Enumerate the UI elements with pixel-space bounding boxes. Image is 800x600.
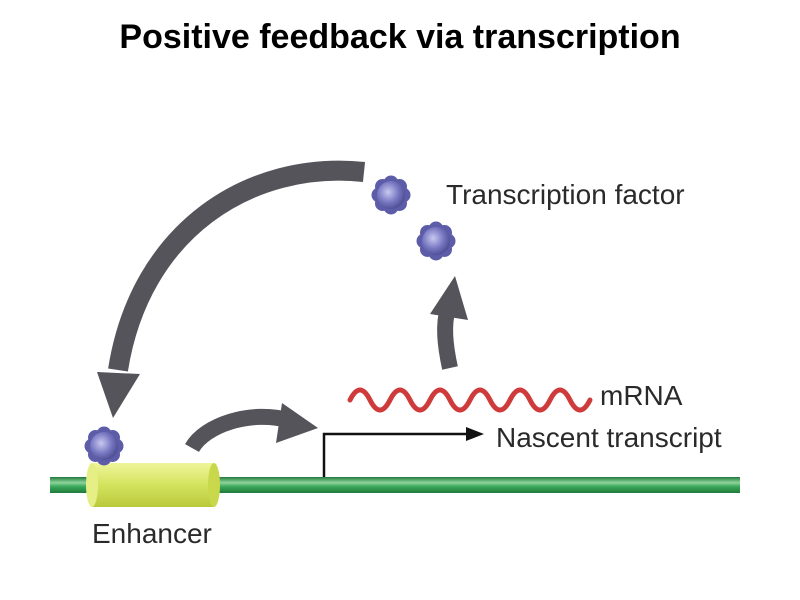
translation-arrow bbox=[430, 276, 468, 370]
activation-arrow bbox=[185, 403, 318, 453]
transcription-factor-protein-top bbox=[371, 175, 411, 215]
mrna-strand bbox=[347, 387, 593, 413]
enhancer-region bbox=[86, 463, 220, 507]
dna-strand bbox=[50, 477, 740, 493]
page-title: Positive feedback via transcription bbox=[119, 18, 681, 56]
label-transcription-factor: Transcription factor bbox=[446, 179, 685, 210]
feedback-arrow bbox=[97, 160, 366, 418]
label-nascent-transcript: Nascent transcript bbox=[496, 422, 722, 453]
label-mrna: mRNA bbox=[600, 380, 683, 411]
transcription-factor-protein-middle bbox=[416, 221, 456, 261]
label-enhancer: Enhancer bbox=[92, 518, 212, 549]
transcription-start-arrow bbox=[322, 427, 484, 477]
transcription-factor-protein-bound bbox=[84, 426, 124, 466]
